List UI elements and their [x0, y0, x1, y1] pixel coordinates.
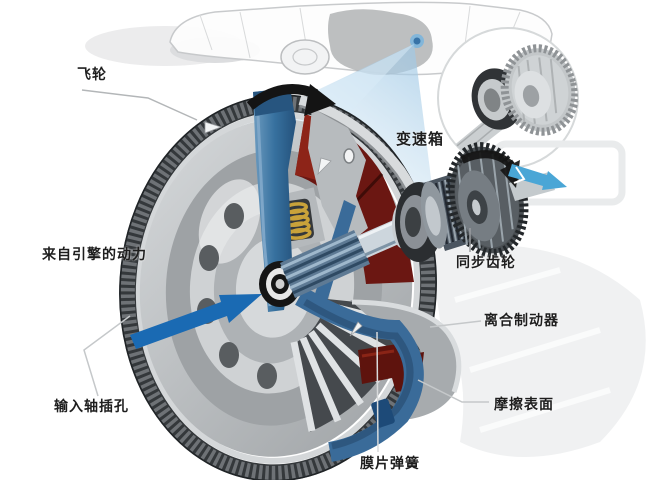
release-lever-bar [253, 88, 296, 312]
flywheel-rotation-arrow [246, 84, 336, 116]
cover-bolt-hole [343, 148, 355, 164]
leader-lines [81, 89, 489, 453]
leader-input-shaft [83, 315, 131, 397]
magnifier-inset [437, 27, 579, 169]
label-clutch-brake: 离合制动器 [484, 312, 559, 328]
power-flow-arrow [130, 294, 262, 349]
brake-housing [350, 299, 459, 420]
leader-clutch-brake [429, 320, 482, 328]
leader-friction [417, 379, 489, 403]
label-friction-surface: 摩擦表面 [494, 396, 554, 412]
leader-diaphragm [376, 331, 379, 453]
leader-flywheel [81, 89, 198, 121]
label-input-shaft-hole: 输入轴插孔 [54, 398, 129, 414]
label-gearbox: 变速箱 [396, 131, 445, 148]
car-outline-sketch [169, 1, 553, 76]
output-flow-arrow [508, 164, 567, 190]
inset-gear [500, 44, 578, 136]
label-engine-power: 来自引擎的动力 [42, 246, 147, 262]
label-diaphragm-spring: 膜片弹簧 [360, 455, 420, 471]
input-shaft-splines [280, 230, 370, 298]
small-flow-arrows [204, 121, 363, 337]
label-flywheel: 飞轮 [77, 66, 107, 82]
label-synchronizer-gear: 同步齿轮 [456, 254, 516, 270]
